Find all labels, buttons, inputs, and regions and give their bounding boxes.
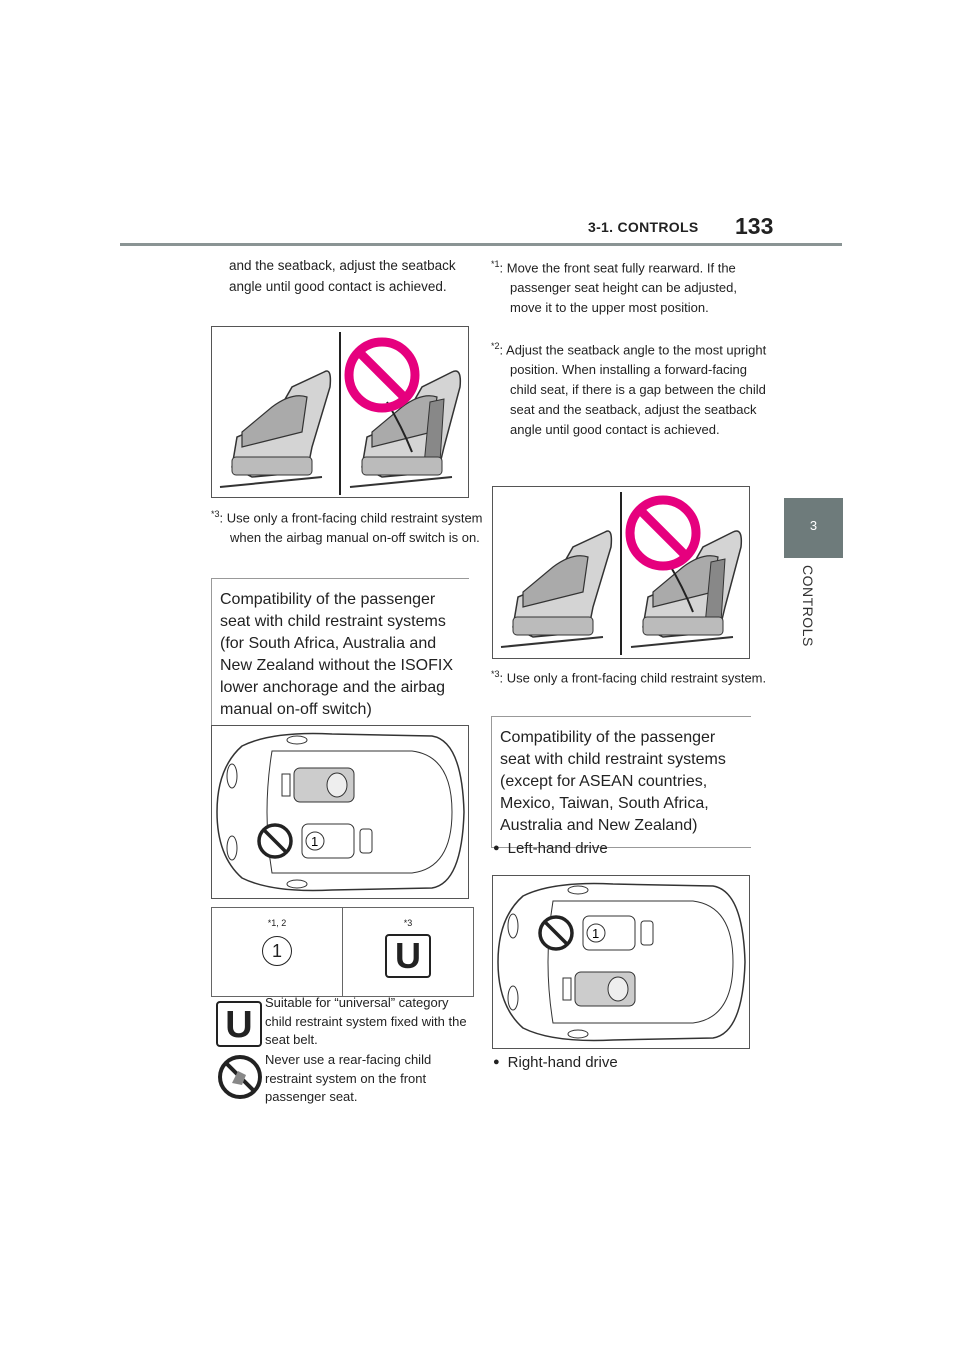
prohibit-description: Never use a rear-facing child restraint …	[265, 1052, 432, 1104]
universal-description: Suitable for “universal” category child …	[265, 995, 467, 1047]
seat-illustration	[211, 326, 469, 498]
note-3-left: *3: Use only a front-facing child restra…	[211, 509, 483, 546]
svg-text:1: 1	[592, 926, 599, 941]
bullet-left-hand-drive: Left-hand drive	[493, 840, 608, 857]
section-title: 3-1. CONTROLS	[588, 219, 699, 235]
universal-badge: U	[385, 934, 431, 978]
section-heading-left: Compatibility of the passenger seat with…	[211, 578, 469, 732]
prohibit-rear-facing-icon	[216, 1053, 264, 1101]
table-cell-seat1: *1, 2 1	[211, 907, 343, 997]
header-rule	[120, 243, 842, 246]
note-1: *1: Move the front seat fully rearward. …	[491, 259, 737, 316]
compatibility-table: *1, 2 1 *3 U	[211, 907, 474, 997]
chapter-tab[interactable]: 3	[784, 498, 843, 558]
section-heading-right: Compatibility of the passenger seat with…	[491, 716, 751, 848]
page-number: 133	[735, 213, 774, 239]
note-3-right: *3: Use only a front-facing child restra…	[491, 669, 767, 686]
svg-text:1: 1	[311, 834, 318, 849]
intro-text: and the seatback, adjust the seatback an…	[229, 258, 456, 294]
car-diagram-left: 1	[211, 725, 469, 899]
chapter-label: CONTROLS	[800, 565, 816, 647]
bullet-right-hand-drive: Right-hand drive	[493, 1054, 618, 1071]
seat-position-label: 1	[262, 936, 292, 966]
table-cell-seat2: *3 U	[342, 907, 474, 997]
car-diagram-right: 1	[492, 875, 750, 1049]
note-2: *2: Adjust the seatback angle to the mos…	[491, 341, 767, 438]
seat-illustration-right	[492, 486, 750, 659]
universal-icon: U	[216, 1001, 262, 1047]
